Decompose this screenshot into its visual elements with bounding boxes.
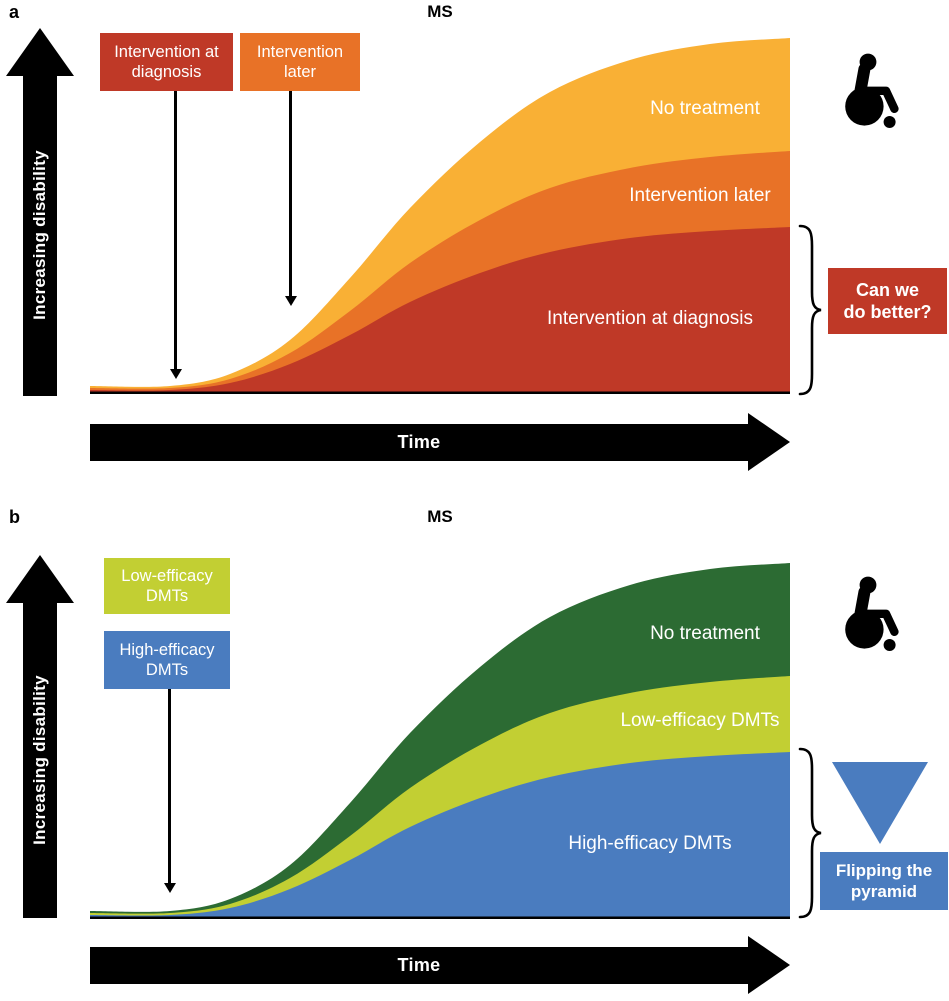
panel-a-title: MS: [427, 2, 453, 21]
y-axis-label: Increasing disability: [30, 150, 49, 320]
x-axis-time-bar: Time: [90, 947, 748, 984]
note-flipping-the-pyramid: Flipping the pyramid: [820, 852, 948, 910]
x-axis-arrowhead: [748, 936, 790, 994]
stacked-area-chart-a: [90, 38, 790, 394]
callout-intervention-later-label: Intervention later: [256, 42, 344, 81]
area-label-low-efficacy-dmts: Low-efficacy DMTs: [620, 710, 780, 731]
x-axis-label: Time: [397, 955, 441, 975]
stacked-area-chart-b: [90, 563, 790, 919]
note-can-we-do-better-label: Can we do better?: [843, 279, 932, 323]
plot-area-a: No treatment Intervention later Interven…: [90, 30, 790, 395]
callout-low-efficacy-dmts-label: Low-efficacy DMTs: [121, 566, 213, 605]
y-axis-arrowhead: [6, 555, 74, 603]
baseline: [90, 391, 790, 394]
plot-area-b: No treatment Low-efficacy DMTs High-effi…: [90, 555, 790, 920]
area-high-efficacy-dmts: [90, 752, 790, 918]
panel-b-title: MS: [427, 507, 453, 526]
wheelchair-icon: [845, 576, 899, 651]
curly-brace-icon: [798, 747, 822, 919]
panel-a-letter: a: [9, 2, 20, 22]
note-flipping-the-pyramid-label: Flipping the pyramid: [835, 860, 933, 901]
curly-brace-icon: [798, 224, 822, 396]
x-axis-arrowhead: [748, 413, 790, 471]
y-axis-arrowhead: [6, 28, 74, 76]
down-arrow-intervention-at-diagnosis: [169, 91, 182, 379]
wheelchair-icon: [845, 53, 899, 128]
area-label-intervention-at-diagnosis: Intervention at diagnosis: [547, 308, 753, 329]
y-axis-label-wrap: Increasing disability: [6, 603, 74, 916]
panel-b-letter: b: [9, 507, 20, 527]
callout-high-efficacy-dmts: High-efficacy DMTs: [104, 631, 230, 689]
area-label-no-treatment: No treatment: [650, 98, 760, 119]
y-axis-label: Increasing disability: [30, 674, 49, 845]
area-label-high-efficacy-dmts: High-efficacy DMTs: [568, 833, 732, 854]
down-arrow-high-efficacy-dmts: [163, 689, 176, 893]
callout-high-efficacy-dmts-label: High-efficacy DMTs: [119, 640, 215, 679]
area-intervention-at-diagnosis: [90, 227, 790, 393]
y-axis-label-wrap: Increasing disability: [6, 76, 74, 394]
note-can-we-do-better: Can we do better?: [828, 268, 947, 334]
callout-intervention-at-diagnosis-label: Intervention at diagnosis: [114, 42, 219, 81]
x-axis-label: Time: [397, 432, 441, 452]
baseline: [90, 916, 790, 919]
panel-a: a MS Increasing disability No treatment …: [0, 0, 949, 500]
down-arrow-intervention-later: [284, 91, 297, 306]
y-axis-shaft: [23, 74, 57, 396]
callout-intervention-at-diagnosis: Intervention at diagnosis: [100, 33, 233, 91]
panel-b: b MS Increasing disability No treatment …: [0, 503, 949, 1001]
callout-intervention-later: Intervention later: [240, 33, 360, 91]
y-axis-shaft: [23, 601, 57, 918]
callout-low-efficacy-dmts: Low-efficacy DMTs: [104, 558, 230, 614]
inverted-pyramid-icon: [832, 762, 928, 844]
x-axis-time-bar: Time: [90, 424, 748, 461]
area-label-no-treatment: No treatment: [650, 623, 760, 644]
area-label-intervention-later: Intervention later: [629, 185, 771, 206]
